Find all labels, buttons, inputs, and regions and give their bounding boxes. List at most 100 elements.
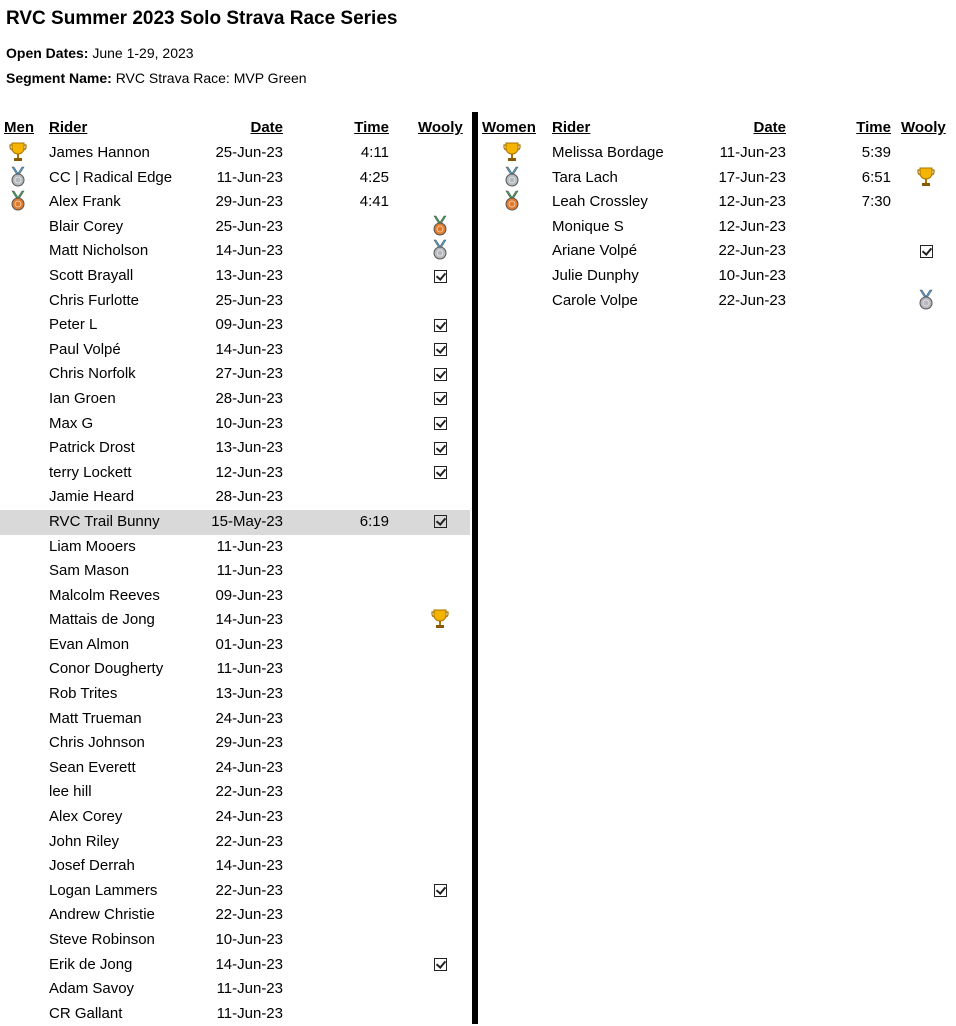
rider-cell: Malcolm Reeves <box>49 586 160 604</box>
date-cell: 11-Jun-23 <box>216 537 283 555</box>
place-cell <box>4 190 32 215</box>
silver-medal-icon <box>503 166 521 190</box>
rider-cell: Patrick Drost <box>49 439 135 457</box>
date-cell: 12-Jun-23 <box>718 193 786 211</box>
men-table-row: lee hill 22-Jun-23 <box>0 780 470 805</box>
date-cell: 11-Jun-23 <box>719 144 786 161</box>
date-cell: 28-Jun-23 <box>215 389 283 407</box>
rider-cell: Sean Everett <box>49 758 136 776</box>
date-cell: 13-Jun-23 <box>215 439 283 457</box>
place-cell <box>498 166 526 191</box>
column-divider <box>472 112 478 1024</box>
rider-cell: Julie Dunphy <box>552 266 639 284</box>
date-cell: 29-Jun-23 <box>215 193 283 211</box>
men-date-header: Date <box>250 119 283 136</box>
silver-medal-icon <box>9 166 27 190</box>
men-header: Men <box>4 119 34 136</box>
men-time-header: Time <box>354 119 389 136</box>
time-cell: 4:25 <box>359 168 389 186</box>
date-cell: 14-Jun-23 <box>215 611 283 629</box>
rider-cell: John Riley <box>49 832 120 850</box>
time-cell: 6:19 <box>359 512 389 530</box>
trophy-icon <box>917 166 935 190</box>
date-cell: 10-Jun-23 <box>215 931 283 948</box>
wooly-cell <box>420 313 460 338</box>
rider-cell: Paul Volpé <box>49 340 121 358</box>
rider-cell: lee hill <box>49 783 92 801</box>
men-table-row: Matt Nicholson 14-Jun-23 <box>0 239 470 264</box>
segment-name-value: RVC Strava Race: MVP Green <box>111 70 307 86</box>
trophy-icon <box>9 141 27 165</box>
rider-cell: Chris Norfolk <box>49 365 136 383</box>
rider-cell: Chris Johnson <box>49 734 145 752</box>
time-cell: 4:41 <box>359 193 389 211</box>
women-header: Women <box>482 119 536 136</box>
rider-cell: Peter L <box>49 316 98 334</box>
women-rider-header: Rider <box>552 119 591 136</box>
date-cell: 13-Jun-23 <box>215 685 283 703</box>
rider-cell: Alex Frank <box>49 193 121 211</box>
rider-cell: CC | Radical Edge <box>49 168 173 186</box>
trophy-icon <box>431 608 449 632</box>
date-cell: 22-Jun-23 <box>215 783 283 801</box>
check-icon <box>433 392 447 406</box>
rider-cell: Matt Nicholson <box>49 242 149 260</box>
check-icon <box>433 441 447 455</box>
rider-cell: terry Lockett <box>49 463 132 481</box>
rider-cell: James Hannon <box>49 144 150 161</box>
rider-cell: Jamie Heard <box>49 488 135 506</box>
rider-cell: Melissa Bordage <box>552 144 664 161</box>
rider-cell: Andrew Christie <box>49 906 155 924</box>
rider-cell: Steve Robinson <box>49 931 155 948</box>
rider-cell: Sam Mason <box>49 562 130 580</box>
date-cell: 22-Jun-23 <box>215 881 283 899</box>
date-cell: 11-Jun-23 <box>216 562 283 580</box>
date-cell: 09-Jun-23 <box>215 316 283 334</box>
men-table-row: terry Lockett 12-Jun-23 <box>0 461 470 486</box>
date-cell: 14-Jun-23 <box>215 242 283 260</box>
place-cell <box>4 141 32 166</box>
check-icon <box>919 244 933 258</box>
check-icon <box>433 318 447 332</box>
segment-name: Segment Name: RVC Strava Race: MVP Green <box>6 70 307 86</box>
wooly-cell <box>420 215 460 240</box>
open-dates-value: June 1-29, 2023 <box>88 45 194 61</box>
wooly-cell <box>420 461 460 486</box>
page-title: RVC Summer 2023 Solo Strava Race Series <box>6 8 398 29</box>
time-cell: 4:11 <box>360 144 389 161</box>
rider-cell: Josef Derrah <box>49 857 135 875</box>
check-icon <box>433 269 447 283</box>
wooly-cell <box>906 239 946 264</box>
open-dates-label: Open Dates: <box>6 45 89 61</box>
rider-cell: RVC Trail Bunny <box>49 512 160 530</box>
men-table-row: Patrick Drost 13-Jun-23 <box>0 436 470 461</box>
date-cell: 22-Jun-23 <box>718 291 786 309</box>
date-cell: 14-Jun-23 <box>215 857 283 875</box>
date-cell: 12-Jun-23 <box>215 463 283 481</box>
rider-cell: Alex Corey <box>49 808 123 826</box>
bronze-medal-icon <box>9 190 27 214</box>
rider-cell: Blair Corey <box>49 217 124 235</box>
wooly-cell <box>906 289 946 314</box>
trophy-icon <box>503 141 521 165</box>
date-cell: 25-Jun-23 <box>215 291 283 309</box>
date-cell: 22-Jun-23 <box>718 242 786 260</box>
rider-cell: Conor Dougherty <box>49 660 164 678</box>
